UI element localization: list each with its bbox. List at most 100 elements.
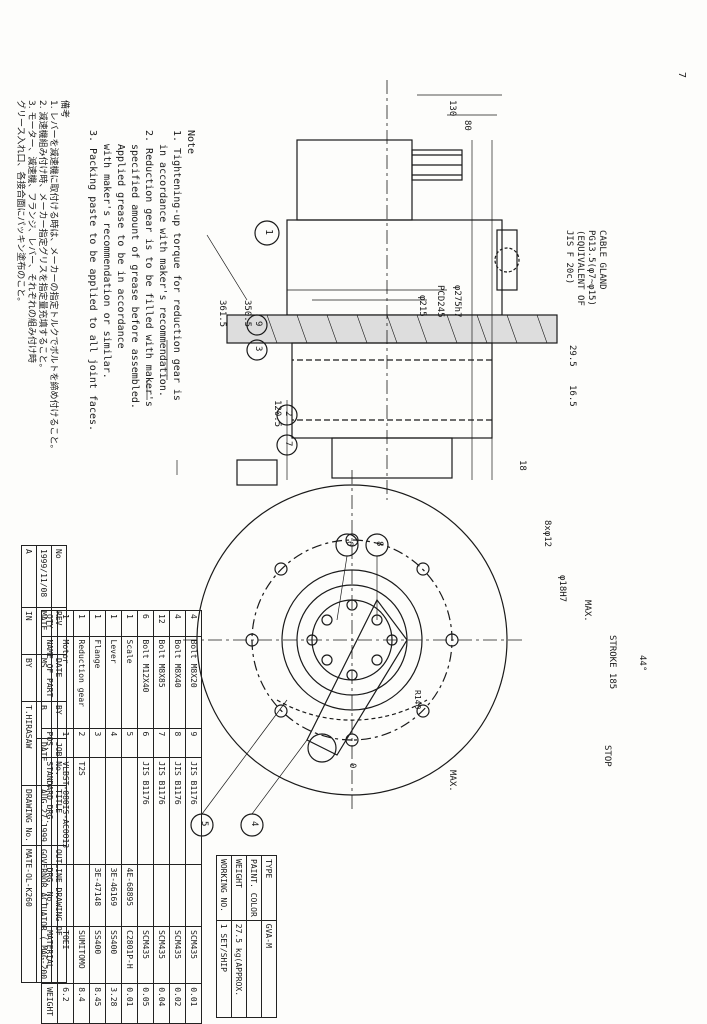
bubble-7: 7 xyxy=(283,441,293,447)
parts-cell: 8 xyxy=(169,728,186,758)
parts-cell: 0.01 xyxy=(185,983,202,1024)
pin-label: φ18H7 xyxy=(557,575,567,603)
date-value: AUG.27.1999 xyxy=(36,785,52,846)
dim-18: 18 xyxy=(517,460,527,471)
parts-cell: 1 xyxy=(89,610,106,637)
dim-295: 29.5 xyxy=(567,345,577,367)
angle-label: 44° xyxy=(637,655,647,672)
parts-cell: Lever xyxy=(105,636,122,728)
title-line-2: GOVERNOR ACTUATOR ( MAG-200 xyxy=(36,845,52,983)
bubble-8: 8 xyxy=(374,541,384,547)
notes-block: Note 1. Tightening-up torque for reducti… xyxy=(85,130,197,431)
by-label: BY xyxy=(21,654,37,702)
title-block: No REV DATE BY JOB No. TITLE OUTLINE DRA… xyxy=(21,545,67,983)
info-label: WORKING NO. xyxy=(216,855,232,921)
parts-cell: SCM435 xyxy=(185,926,202,984)
note-2c: Applied grease to be in accordance xyxy=(115,144,126,349)
info-value: GVA-M xyxy=(261,920,277,1018)
dim-3615: 361.5 xyxy=(217,300,227,328)
parts-cell xyxy=(105,757,122,865)
bubble-1: 1 xyxy=(263,229,274,236)
parts-cell: C2801P-H xyxy=(121,926,138,984)
title-label: TITLE xyxy=(51,785,67,846)
parts-cell xyxy=(89,757,106,865)
drawing-no-value: MATE-OL-K260 xyxy=(21,845,37,983)
job-label: JOB No. xyxy=(51,738,67,786)
dim-130: 130 xyxy=(447,100,457,117)
parts-cell: 6.2 xyxy=(57,983,74,1024)
parts-cell: 4 xyxy=(185,610,202,637)
dim-215: φ215 xyxy=(417,295,427,317)
parts-cell: Bolt M8X85 xyxy=(153,636,170,728)
jp-note-1: 1. レバーを減速機に取付ける時は、メーカーの指定トルクでボルトを締め付けること… xyxy=(48,100,58,454)
parts-header-cell: WEIGHT xyxy=(41,983,58,1024)
info-row: WORKING NO.1 SET/SHIP xyxy=(216,855,232,1018)
parts-cell: 8.45 xyxy=(89,983,106,1024)
parts-cell xyxy=(169,864,186,927)
note-2a: 2. Reduction gear is to be filled with m… xyxy=(143,130,154,407)
mate-label: MATE xyxy=(36,607,52,655)
parts-cell: Scale xyxy=(121,636,138,728)
cable-gland-line-3: (EQUIVALENT OF xyxy=(575,230,585,306)
parts-cell xyxy=(73,864,90,927)
parts-cell xyxy=(153,864,170,927)
stop-label: STOP xyxy=(602,745,612,767)
parts-cell: 1 xyxy=(73,610,90,637)
parts-cell xyxy=(185,864,202,927)
parts-cell: 0.05 xyxy=(137,983,154,1024)
parts-cell xyxy=(121,757,138,865)
bubble-4: 4 xyxy=(249,821,259,827)
jp-heading: 備考 xyxy=(59,100,69,119)
dim-3505: 350.5 xyxy=(242,300,252,328)
parts-cell: 4 xyxy=(169,610,186,637)
parts-cell: 3.28 xyxy=(105,983,122,1024)
parts-cell: JIS B1176 xyxy=(185,757,202,865)
parts-cell: 12 xyxy=(153,610,170,637)
bubble-2: 2 xyxy=(283,411,293,417)
note-2b: specified amount of grease before assemb… xyxy=(129,144,140,409)
parts-cell: T2S xyxy=(73,757,90,865)
parts-cell: Bolt M8X40 xyxy=(169,636,186,728)
parts-cell: SCM435 xyxy=(137,926,154,984)
jp-note-4: グリース入れ口、各接合面にパッキン塗布のこと。 xyxy=(15,100,25,307)
note-2d: with maker's recommendation or similar. xyxy=(101,144,112,379)
parts-cell: 7 xyxy=(153,728,170,758)
drawing-no-label: DRAWING No. xyxy=(21,785,37,846)
cable-gland-line-1: CABLE GLAND xyxy=(597,230,607,290)
info-label: TYPE xyxy=(261,855,277,921)
ms-label: MS xyxy=(36,654,52,702)
info-value xyxy=(246,920,262,1018)
parts-cell: Reduction gear xyxy=(73,636,90,728)
title-row: No REV DATE BY JOB No. TITLE OUTLINE DRA… xyxy=(51,545,67,983)
parts-cell: 2 xyxy=(73,728,90,758)
motor-outline xyxy=(296,139,413,221)
r140-label: R140 xyxy=(413,690,422,710)
parts-cell: 0.02 xyxy=(169,983,186,1024)
parts-cell: SCM435 xyxy=(153,926,170,984)
max-label-1: MAX. xyxy=(582,600,592,622)
by-col-label: BY xyxy=(51,701,67,739)
parts-cell: SS400 xyxy=(105,926,122,984)
parts-cell: JIS B1176 xyxy=(137,757,154,865)
stray-mark: 7 xyxy=(676,72,687,79)
note-1a: 1. Tightening-up torque for reduction ge… xyxy=(171,130,182,401)
parts-cell: 3E-46169 xyxy=(105,864,122,927)
cable-gland-line-4: JIS F 20c) xyxy=(564,230,574,285)
parts-cell: 0.04 xyxy=(153,983,170,1024)
cable-gland-label: CABLE GLAND PG13.5(φ7~φ15) (EQUIVALENT O… xyxy=(563,230,607,306)
parts-cell: JIS B1176 xyxy=(153,757,170,865)
info-label: PAINT. COLOR xyxy=(246,855,262,921)
jp-note-3: 3. モーター、減速機、フランジ、レバー、それぞれの組み付け時 xyxy=(26,100,36,363)
info-value: 1 SET/SHIP xyxy=(216,920,232,1018)
